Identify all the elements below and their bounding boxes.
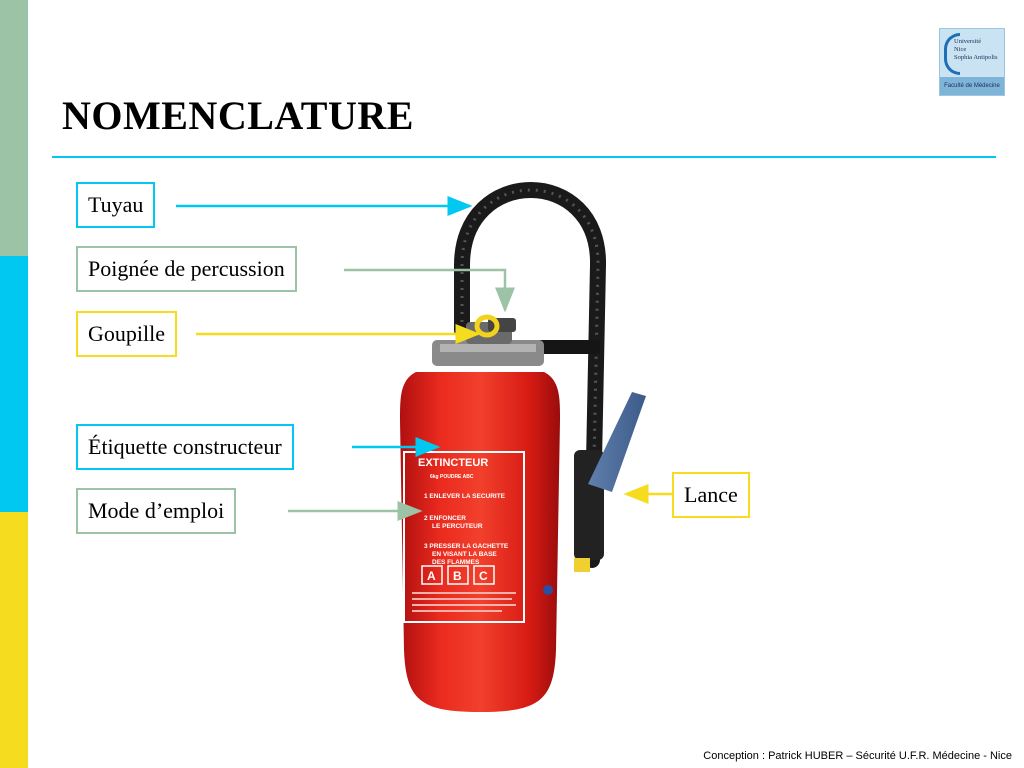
- svg-text:DES FLAMMES: DES FLAMMES: [432, 559, 480, 566]
- label-poignee-de-percussion: Poignée de percussion: [76, 246, 297, 292]
- svg-text:3 PRESSER LA GACHETTE: 3 PRESSER LA GACHETTE: [424, 543, 509, 550]
- ext-brand: EXTINCTEUR: [418, 457, 488, 469]
- svg-text:6kg POUDRE ABC: 6kg POUDRE ABC: [430, 474, 474, 480]
- svg-text:2 ENFONCER: 2 ENFONCER: [424, 515, 466, 522]
- svg-text:C: C: [479, 569, 488, 583]
- logo-faculty: Faculté de Médecine: [940, 77, 1004, 95]
- svg-text:EN VISANT LA BASE: EN VISANT LA BASE: [432, 551, 497, 558]
- hose-bracket: [530, 340, 600, 354]
- svg-text:B: B: [453, 569, 462, 583]
- fire-class-icons: A B C: [421, 565, 495, 585]
- small-print: [412, 592, 516, 612]
- svg-text:1 ENLEVER LA SECURITE: 1 ENLEVER LA SECURITE: [424, 493, 506, 500]
- left-stripe-cyan: [0, 256, 28, 512]
- instruction-label: [403, 451, 525, 623]
- label-lance: Lance: [672, 472, 750, 518]
- nozzle-shape: [588, 392, 646, 492]
- university-logo: Université Nice Sophia Antipolis Faculté…: [939, 28, 1005, 96]
- extinguisher-body: [400, 372, 560, 712]
- svg-text:LE PERCUTEUR: LE PERCUTEUR: [432, 523, 483, 530]
- left-stripe-yellow: [0, 512, 28, 768]
- label-etiquette-constructeur: Étiquette constructeur: [76, 424, 294, 470]
- footer-credit: Conception : Patrick HUBER – Sécurité U.…: [703, 750, 1012, 762]
- page-title: NOMENCLATURE: [62, 93, 414, 138]
- label-tuyau: Tuyau: [76, 182, 156, 228]
- label-mode-emploi: Mode d’emploi: [76, 488, 237, 534]
- logo-text: Université Nice Sophia Antipolis: [954, 38, 998, 61]
- arrow-poignee: [344, 268, 515, 313]
- left-stripe-green: [0, 0, 28, 256]
- title-divider: [52, 156, 996, 158]
- label-goupille: Goupille: [76, 311, 177, 357]
- svg-text:A: A: [427, 569, 436, 583]
- lance-tip: [574, 558, 590, 572]
